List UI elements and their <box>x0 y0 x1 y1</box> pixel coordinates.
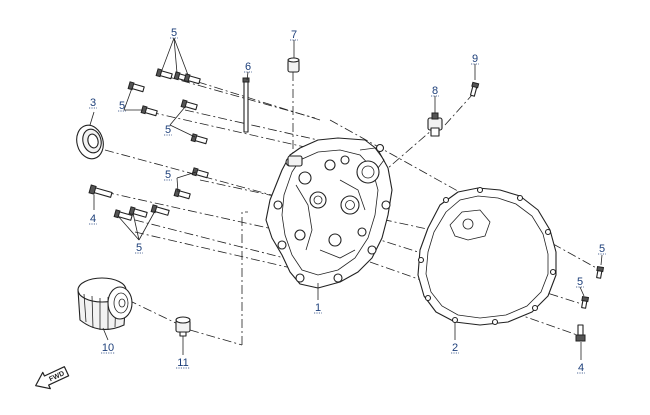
right-bolts-part-5 <box>581 265 605 309</box>
cap-part-7 <box>287 57 300 73</box>
callout-part-9: 9 <box>472 53 478 65</box>
callout-part-3: 3 <box>90 97 96 109</box>
callout-part-10: 10 <box>102 342 114 354</box>
flange-bolt-part-4-right <box>575 324 586 342</box>
callout-part-5-lower: 5 <box>136 242 142 254</box>
callout-part-4-left: 4 <box>90 213 96 225</box>
callout-part-5-center: 5 <box>165 169 171 181</box>
drain-plug-part-11 <box>175 316 191 337</box>
callout-part-5-right-lower: 5 <box>577 276 583 288</box>
gasket-part-2 <box>417 186 557 326</box>
sensor-part-8 <box>427 112 443 137</box>
flange-bolt-part-4-left <box>88 184 113 198</box>
upper-bolts-part-5 <box>127 68 209 200</box>
callout-part-11: 11 <box>177 357 188 369</box>
forward-direction-arrow: FWD <box>35 366 70 390</box>
stud-part-6 <box>242 77 250 133</box>
callout-part-2: 2 <box>452 342 458 354</box>
callout-part-5-top: 5 <box>171 27 177 39</box>
lower-bolts-part-5 <box>113 204 170 221</box>
crankcase-cover-part-1 <box>265 137 393 289</box>
callout-part-5-right-upper: 5 <box>599 243 605 255</box>
oil-filter-part-10 <box>77 277 133 331</box>
oil-seal-part-3 <box>76 124 104 160</box>
callout-part-5-mid: 5 <box>165 124 171 136</box>
callout-part-5-left-upper: 5 <box>119 100 125 112</box>
callout-part-6: 6 <box>245 61 251 73</box>
callouts: 5 5 5 5 5 5 5 3 4 4 6 7 8 9 1 2 10 11 <box>89 27 606 374</box>
callout-part-1: 1 <box>315 302 321 314</box>
callout-part-7: 7 <box>291 29 297 41</box>
callout-part-4-right: 4 <box>578 362 584 374</box>
bolt-part-9 <box>469 81 480 97</box>
callout-part-8: 8 <box>432 85 438 97</box>
leader-lines <box>89 37 603 360</box>
